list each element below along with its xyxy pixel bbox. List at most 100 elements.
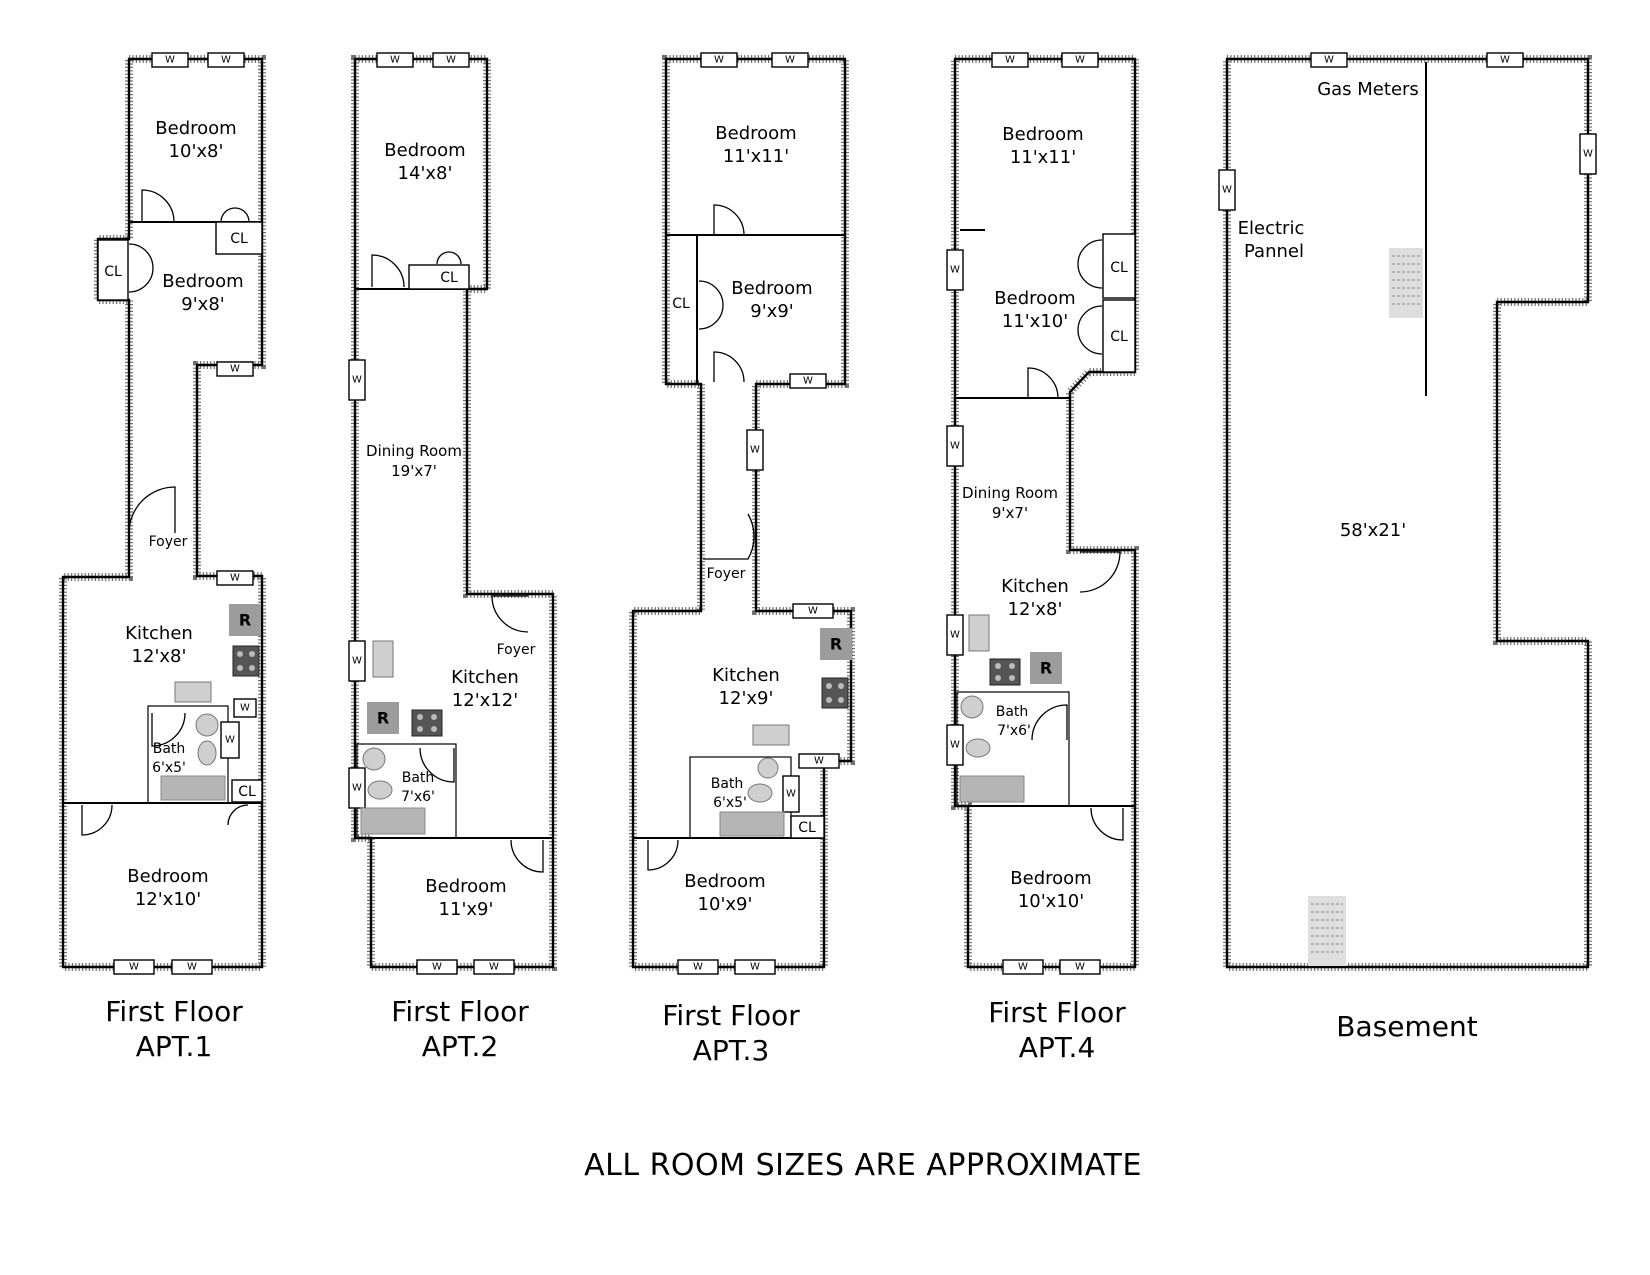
apt-4-bath-sink-icon: [960, 695, 984, 719]
apt-1-apt-title: APT.1: [136, 1030, 213, 1063]
apt-1-room-size: 6'x5': [152, 760, 186, 776]
svg-text:W: W: [187, 962, 197, 973]
apt-2-door-bedroom: [371, 254, 405, 288]
svg-text:W: W: [1500, 55, 1510, 66]
apt-1-room-size: 12'x10': [135, 889, 201, 910]
apt-2-floor-title: First Floor: [391, 995, 529, 1028]
apt-1-windows: W W W W W W W W: [113, 52, 257, 975]
apt-3-windows: W W W W W W W W W: [677, 52, 840, 975]
apt-2-closet-door: [436, 251, 462, 265]
svg-text:W: W: [489, 962, 499, 973]
apt-1-closet-label-left: CL: [104, 264, 122, 280]
svg-text:W: W: [814, 756, 824, 767]
apt-4-room-name: Bedroom: [994, 288, 1075, 309]
apt-1-door-foyer: [128, 486, 176, 534]
basement-stairs-lower-icon: [1308, 896, 1346, 966]
apt-2-closet-label: CL: [440, 270, 458, 286]
apt-4-sink-icon: [968, 614, 990, 652]
apt-4-door-bedroom: [1027, 367, 1059, 399]
apt-3-door-bedroom: [713, 204, 745, 236]
apt-1-floor-title: First Floor: [105, 995, 243, 1028]
apt-3-apt-title: APT.3: [693, 1034, 770, 1067]
apt-2-door-foyer: [491, 595, 529, 633]
apt-4-refrigerator-label: R: [1040, 659, 1052, 678]
apt-2-sink-icon: [372, 640, 394, 678]
apt-1-door-bedroom-1: [141, 189, 175, 223]
apt-1-room-name: Kitchen: [125, 623, 193, 644]
apt-2-door-bedroom-bottom: [510, 839, 544, 873]
apt-1-room-name: Bedroom: [127, 866, 208, 887]
apt-1-door-bath: [151, 712, 186, 747]
apt-2-room-size: 7'x6': [401, 789, 435, 805]
apt-4-room-name: Bedroom: [1002, 124, 1083, 145]
apt-3-room-size: 12'x9': [719, 688, 774, 709]
apt-3-room-name: Bath: [711, 776, 744, 792]
apt-4-room-size: 11'x10': [1002, 311, 1068, 332]
apt-3-closet-bath: [790, 815, 825, 839]
svg-text:W: W: [432, 962, 442, 973]
apt-4-room-name: Dining Room: [962, 484, 1058, 502]
apt-1-bathtub-icon: [160, 775, 226, 801]
apt-1-room-size: 12'x8': [132, 646, 187, 667]
svg-text:W: W: [950, 740, 960, 751]
svg-text:W: W: [786, 789, 796, 800]
apt-1-refrigerator-icon: [229, 604, 261, 636]
apt-3-closet-label: CL: [798, 820, 816, 836]
apt-3-toilet-icon: [747, 783, 773, 803]
apt-1-sink-icon: [174, 681, 212, 703]
apt-3-plan: CL CL W W W W W W W W W R Bedroom 1: [629, 52, 855, 1067]
apt-2-room-size: 11'x9': [439, 899, 494, 920]
apt-2-plan: CL W W W W W W W R Bedroom 14'x8' Dining…: [348, 52, 557, 1063]
svg-text:W: W: [950, 441, 960, 452]
svg-text:W: W: [785, 55, 795, 66]
svg-text:W: W: [1075, 962, 1085, 973]
svg-text:W: W: [230, 364, 240, 375]
apt-2-door-bath: [419, 747, 455, 783]
apt-1-plan: CL CL CL W W W W W W W W R: [59, 52, 266, 1063]
apt-4-closet-label: CL: [1110, 260, 1128, 276]
apt-3-room-name: Bedroom: [731, 278, 812, 299]
apt-4-door-bath: [1031, 704, 1068, 741]
apt-3-foyer-label: Foyer: [707, 566, 746, 582]
apt-3-door-foyer: [703, 513, 755, 560]
svg-text:W: W: [803, 376, 813, 387]
apt-3-room-name: Bedroom: [684, 871, 765, 892]
apt-3-room-name: Bedroom: [715, 123, 796, 144]
apt-2-bath-sink-icon: [362, 747, 386, 771]
basement-gas-meters-label: Gas Meters: [1317, 79, 1419, 100]
basement-plan: W W W W Gas Meters Electric Pan: [1218, 52, 1597, 1043]
basement-outline: [1225, 57, 1590, 969]
apt-2-refrigerator-label: R: [377, 709, 389, 728]
apt-4-door-entry: [1079, 551, 1121, 593]
apt-3-refrigerator-label: R: [830, 635, 842, 654]
apt-1-room-name: Bedroom: [155, 118, 236, 139]
apt-2-toilet-icon: [367, 780, 393, 800]
apt-3-door-bedroom-2: [713, 351, 745, 383]
basement-electric-label: Electric: [1238, 218, 1305, 239]
basement-title: Basement: [1336, 1010, 1477, 1043]
svg-text:W: W: [1005, 55, 1015, 66]
svg-text:W: W: [446, 55, 456, 66]
apt-1-closet-top: [215, 221, 263, 255]
apt-4-room-name: Bedroom: [1010, 868, 1091, 889]
apt-2-refrigerator-icon: [367, 702, 399, 734]
apt-3-room-name: Kitchen: [712, 665, 780, 686]
apt-4-room-size: 9'x7': [992, 504, 1028, 522]
apt-3-bathtub-icon: [719, 811, 785, 837]
apt-1-refrigerator-label: R: [239, 611, 251, 630]
apt-2-room-name: Kitchen: [451, 667, 519, 688]
apt-3-closet-label-left: CL: [672, 296, 690, 312]
apt-1-bath-sink-icon: [195, 713, 219, 737]
apt-3-door-bedroom-bottom: [647, 839, 679, 871]
apt-2-room-name: Dining Room: [366, 442, 462, 460]
svg-text:W: W: [225, 735, 235, 746]
apt-3-room-size: 10'x9': [698, 894, 753, 915]
svg-text:W: W: [390, 55, 400, 66]
apt-4-apt-title: APT.4: [1019, 1031, 1096, 1064]
apt-4-refrigerator-icon: [1030, 652, 1062, 684]
apt-4-room-size: 7'x6': [997, 723, 1031, 739]
apt-2-bathtub-icon: [360, 807, 426, 835]
basement-windows: W W W W: [1218, 52, 1597, 211]
apt-3-bath-sink-icon: [757, 757, 779, 779]
apt-1-closet-bath: [231, 779, 263, 803]
